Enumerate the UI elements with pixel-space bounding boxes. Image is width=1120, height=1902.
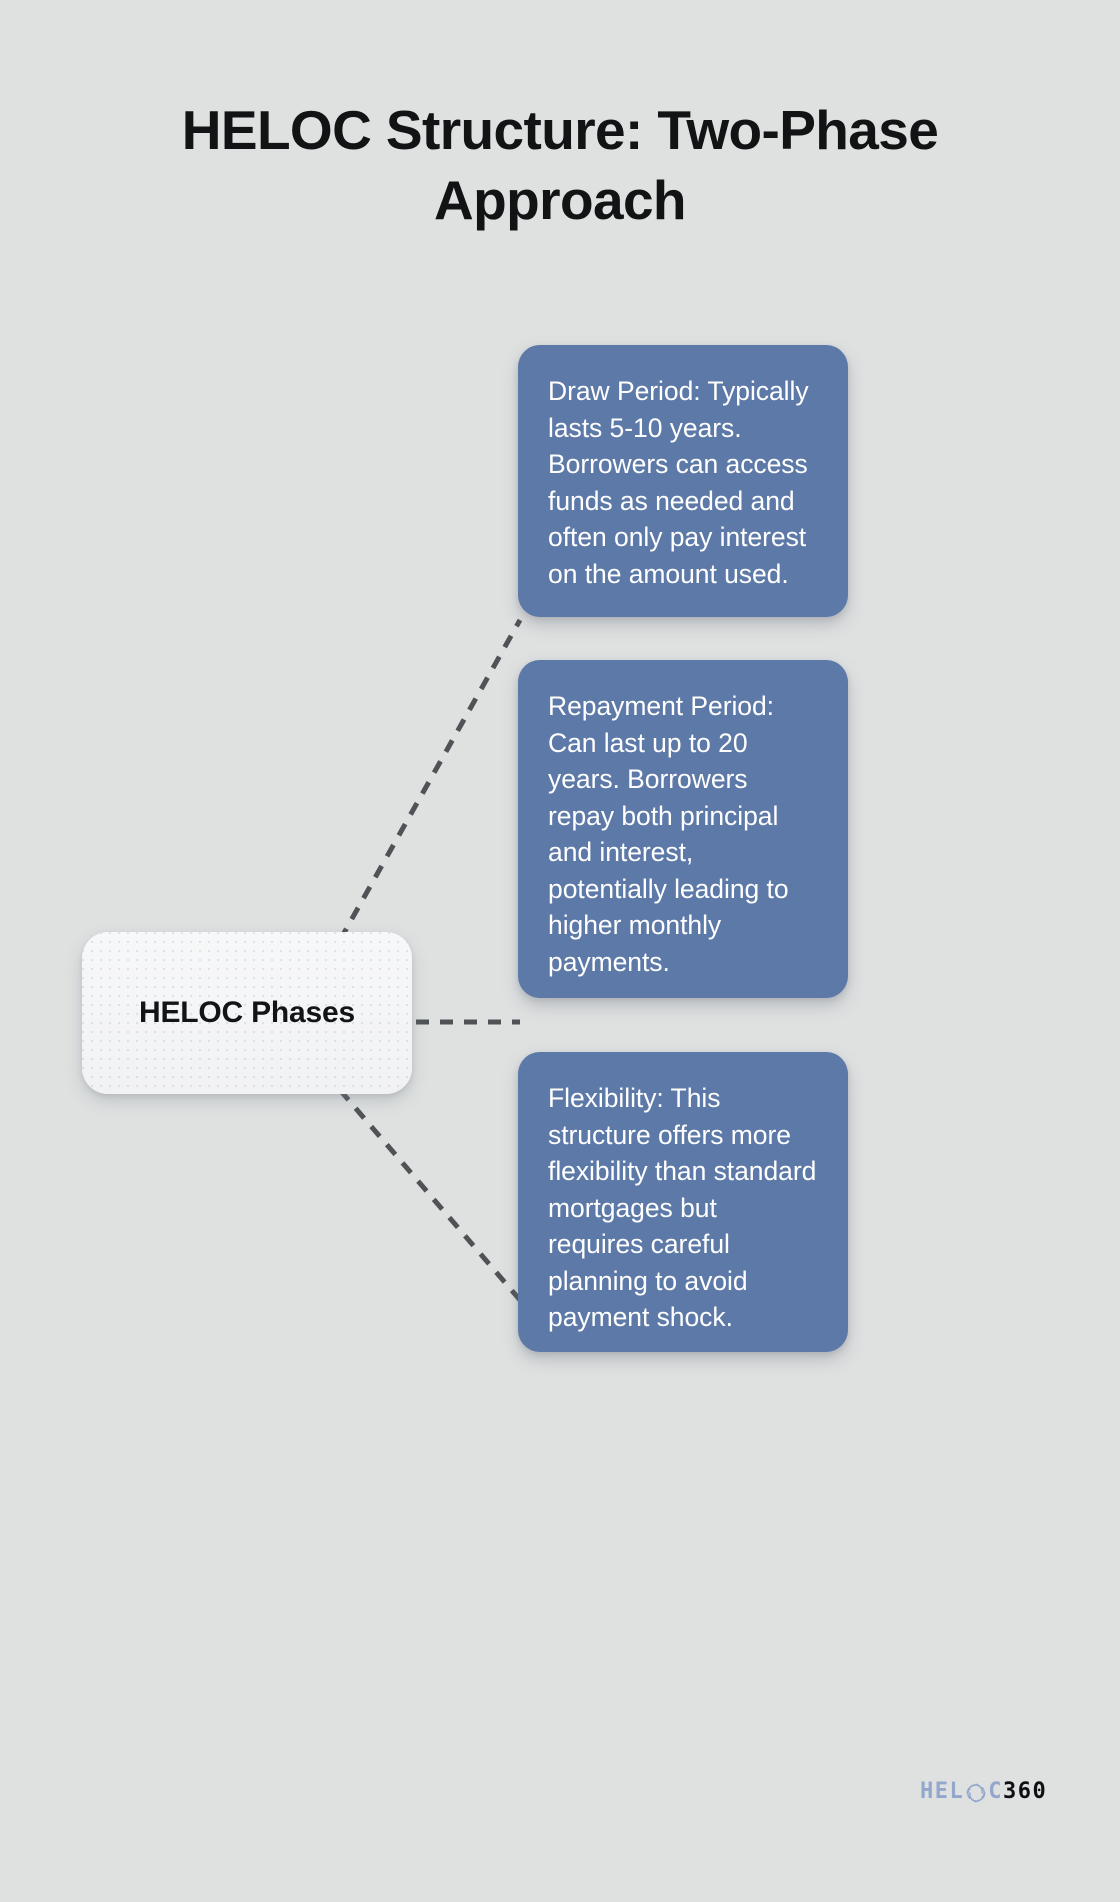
connector-line-flexibility — [338, 1088, 522, 1302]
branch-card-text: Draw Period: Typically lasts 5-10 years.… — [548, 376, 809, 589]
logo-text-heloc-prefix: HEL — [920, 1779, 965, 1804]
logo-text-heloc-suffix: C — [988, 1779, 1003, 1804]
branch-card-flexibility[interactable]: Flexibility: This structure offers more … — [518, 1052, 848, 1352]
center-node-label: HELOC Phases — [138, 996, 355, 1029]
page-title: HELOC Structure: Two-Phase Approach — [181, 99, 939, 232]
connector-line-draw-period — [337, 618, 523, 942]
branch-card-draw-period[interactable]: Draw Period: Typically lasts 5-10 years.… — [518, 345, 848, 617]
branch-card-text: Repayment Period: Can last up to 20 year… — [548, 691, 789, 977]
branch-card-repayment-period[interactable]: Repayment Period: Can last up to 20 year… — [518, 660, 848, 998]
logo-text-360: 360 — [1003, 1779, 1048, 1804]
brand-logo: HEL C 360 — [920, 1775, 1047, 1809]
branch-card-text: Flexibility: This structure offers more … — [548, 1083, 817, 1333]
center-node[interactable]: HELOC Phases — [82, 932, 412, 1094]
swirl-o-icon — [965, 1782, 987, 1804]
